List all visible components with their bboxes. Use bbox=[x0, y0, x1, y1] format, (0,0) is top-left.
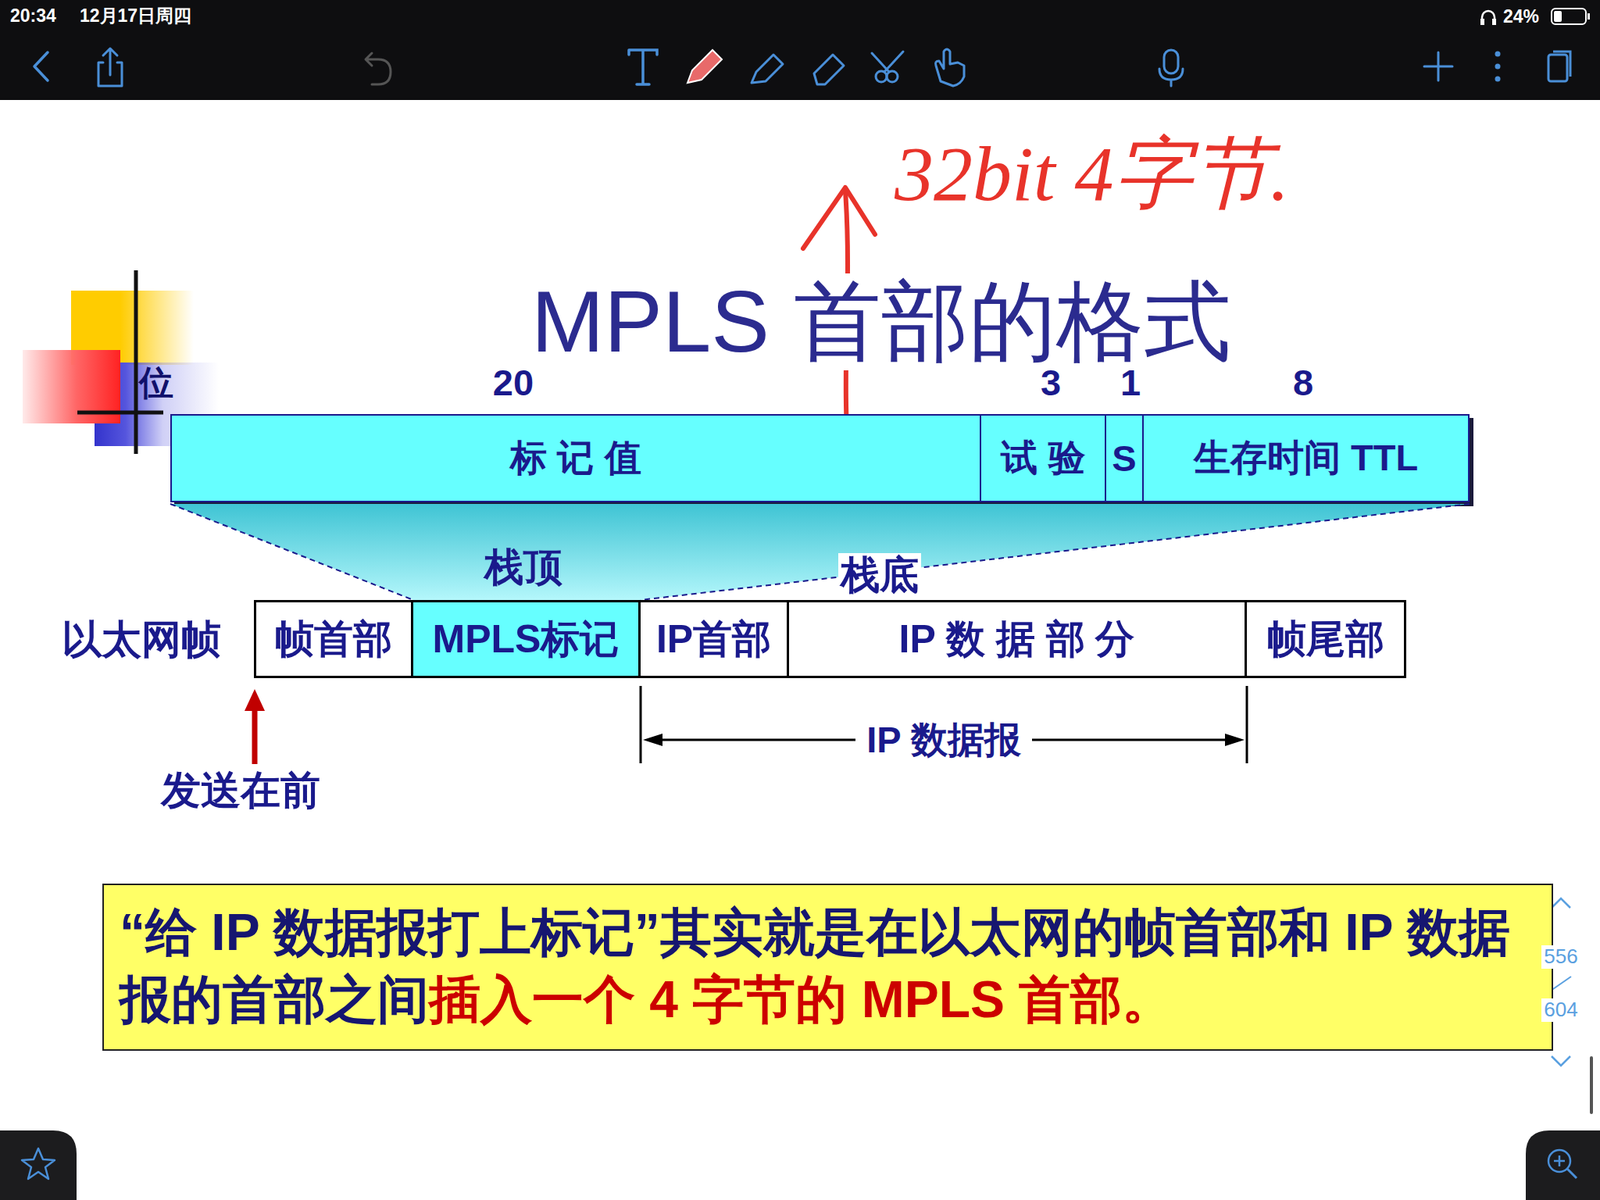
field-text: IP 数 据 部 分 bbox=[899, 613, 1136, 666]
ip-data-box: IP 数 据 部 分 bbox=[789, 600, 1247, 679]
page-total: 604 bbox=[1541, 998, 1580, 1022]
note-text: 插入一个 4 字节的 MPLS 首部。 bbox=[428, 970, 1174, 1029]
unit-label: 位 bbox=[139, 363, 174, 404]
bit-width: 3 bbox=[1040, 361, 1061, 404]
mic-icon bbox=[1159, 68, 1183, 86]
add-icon bbox=[1424, 52, 1453, 81]
ip-header-box: IP首部 bbox=[640, 600, 790, 679]
handwritten-arrowhead bbox=[803, 187, 875, 249]
stack-top-label: 栈顶 bbox=[484, 545, 563, 591]
dimension-tick bbox=[1246, 685, 1249, 764]
frame-header-box: 帧首部 bbox=[253, 600, 414, 679]
battery-cap bbox=[1587, 13, 1590, 20]
dimension-arrowhead bbox=[642, 733, 663, 747]
zoom-icon bbox=[1567, 1168, 1577, 1179]
send-first-label: 发送在前 bbox=[160, 767, 321, 815]
page-up-chevron bbox=[1551, 898, 1571, 908]
status-time: 20:34 bbox=[10, 5, 57, 26]
note-box: “给 IP 数据报打上标记”其实就是在以太网的帧首部和 IP 数据报的首部之间插… bbox=[102, 883, 1554, 1051]
expansion-dash bbox=[640, 503, 1470, 600]
zoom-button bbox=[1525, 1130, 1600, 1200]
send-arrow bbox=[252, 707, 258, 765]
ttl-field: 生存时间 TTL bbox=[1143, 414, 1470, 503]
star-icon bbox=[21, 1148, 55, 1179]
field-text: MPLS标记 bbox=[432, 613, 620, 666]
frame-trailer-box: 帧尾部 bbox=[1246, 600, 1407, 679]
share-icon bbox=[98, 48, 122, 86]
pages-icon bbox=[1553, 51, 1571, 77]
field-text: 帧尾部 bbox=[1267, 613, 1385, 666]
more-icon bbox=[1495, 51, 1501, 58]
headphone-icon bbox=[1492, 18, 1497, 25]
row-label: 以太网帧 bbox=[61, 617, 222, 664]
highlighter-icon bbox=[751, 54, 783, 83]
pages-icon bbox=[1548, 54, 1568, 82]
s-field: S bbox=[1106, 414, 1144, 503]
more-icon bbox=[1495, 64, 1501, 70]
bit-width: 8 bbox=[1292, 361, 1314, 404]
field-text: IP首部 bbox=[656, 613, 772, 666]
stack-bottom-label: 栈底 bbox=[838, 553, 922, 599]
headphone-icon bbox=[1480, 18, 1485, 25]
dimension-arrowhead bbox=[1225, 733, 1245, 747]
field-text: 标 记 值 bbox=[510, 433, 641, 483]
deco-line bbox=[134, 270, 139, 454]
battery-level bbox=[1553, 10, 1562, 22]
app-toolbar bbox=[0, 0, 1600, 100]
page-slash bbox=[1550, 976, 1572, 991]
status-battery: 24% bbox=[1503, 6, 1540, 27]
field-text: 试 验 bbox=[1000, 433, 1085, 483]
status-date: 12月17日周四 bbox=[79, 5, 192, 26]
dimension-tick bbox=[639, 685, 643, 764]
field-text: 帧首部 bbox=[275, 613, 393, 666]
handwritten-note: 32bit 4字节. bbox=[894, 128, 1290, 219]
pen-tool-icon bbox=[687, 50, 722, 83]
bit-width: 20 bbox=[492, 361, 534, 404]
zoom-icon bbox=[1548, 1150, 1571, 1172]
battery-icon bbox=[1551, 8, 1586, 25]
deco-line bbox=[77, 410, 164, 415]
scroll-thumb bbox=[1589, 1057, 1593, 1113]
scissors-icon bbox=[871, 51, 904, 72]
expansion-fan bbox=[170, 503, 1470, 600]
field-text: 生存时间 TTL bbox=[1193, 433, 1418, 483]
slide-title: MPLS 首部的格式 bbox=[526, 273, 1236, 370]
dimension-label: IP 数据报 bbox=[855, 718, 1033, 761]
undo-icon bbox=[365, 53, 391, 85]
bit-width: 1 bbox=[1120, 361, 1141, 404]
hand-tool-icon bbox=[935, 49, 965, 86]
mic-icon bbox=[1164, 50, 1179, 74]
page-down-chevron bbox=[1551, 1056, 1571, 1066]
expansion-dash bbox=[170, 503, 414, 600]
label-field: 标 记 值 bbox=[170, 414, 982, 503]
text-tool-icon bbox=[628, 50, 658, 85]
page-number: 556 bbox=[1541, 945, 1580, 969]
mpls-label-box: MPLS标记 bbox=[413, 600, 641, 679]
exp-field: 试 验 bbox=[981, 414, 1107, 503]
zoom-icon bbox=[1558, 1155, 1561, 1167]
back-icon bbox=[34, 52, 48, 81]
more-icon bbox=[1495, 76, 1501, 83]
send-arrowhead bbox=[244, 689, 265, 711]
eraser-icon bbox=[814, 54, 844, 85]
field-text: S bbox=[1111, 436, 1136, 480]
favorite-button bbox=[0, 1130, 77, 1200]
